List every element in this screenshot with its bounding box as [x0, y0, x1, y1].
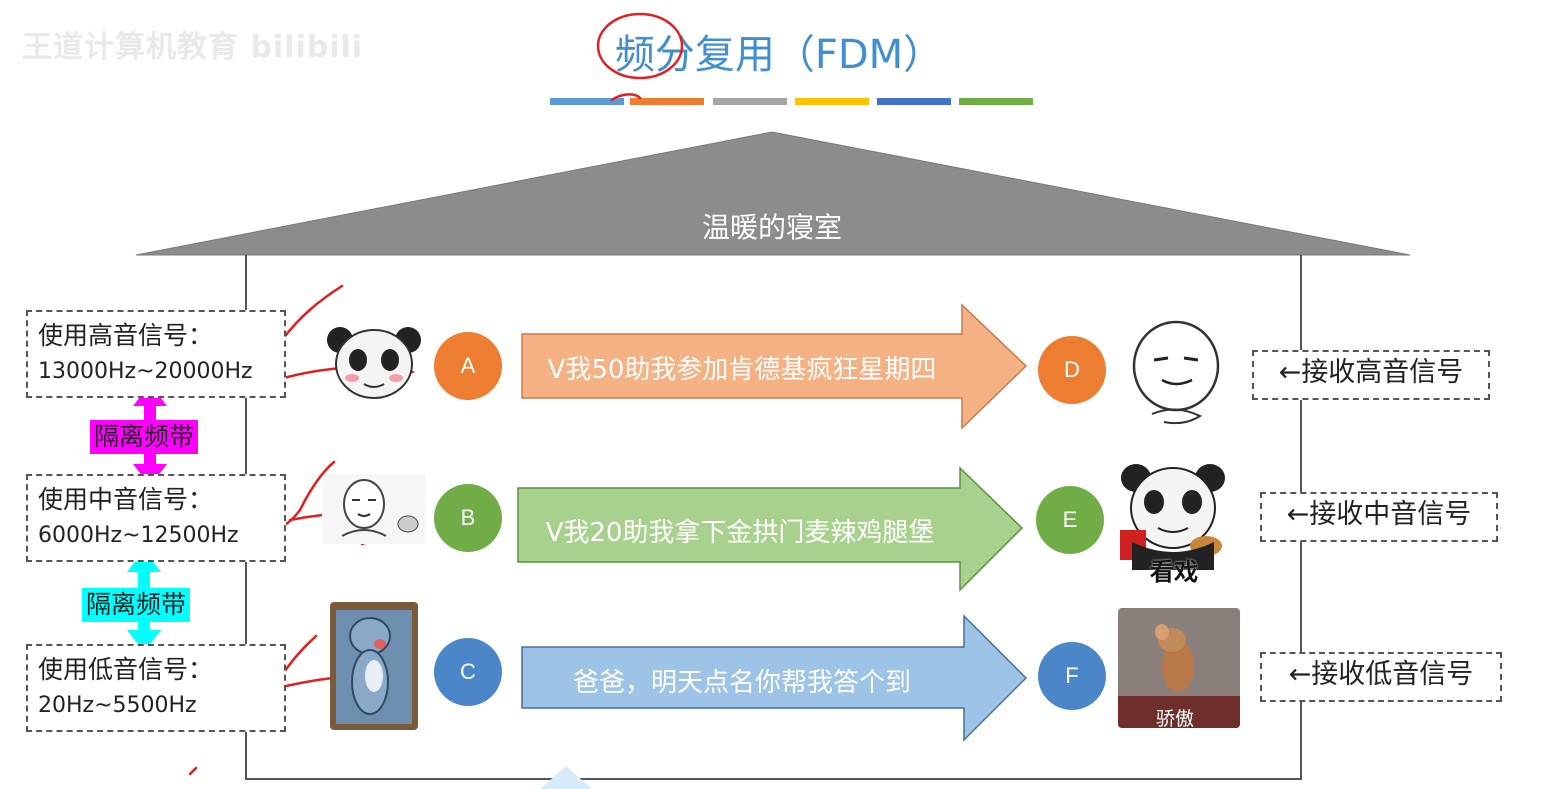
page-title: 频分复用（FDM）: [614, 32, 944, 78]
sender-label-low-line2: 20Hz~5500Hz: [38, 693, 197, 718]
arrow-b-e: [517, 466, 1024, 592]
meme-face-receiver-d: [1132, 320, 1220, 425]
title-bar-1: [550, 98, 624, 105]
arrow-c-f: [521, 614, 1028, 742]
title-bar-3: [713, 98, 787, 105]
sender-label-high-line2: 13000Hz~20000Hz: [38, 359, 253, 384]
title-bar-2: [630, 98, 704, 105]
node-b: B: [434, 484, 502, 552]
message-c-f: 爸爸，明天点名你帮我答个到: [572, 668, 911, 698]
receiver-label-low: ←接收低音信号: [1260, 652, 1502, 702]
bottom-decoration: [540, 766, 592, 789]
message-a-d: V我50助我参加肯德基疯狂星期四: [547, 355, 937, 385]
sender-label-low: 使用低音信号： 20Hz~5500Hz: [26, 644, 286, 732]
title-bar-5: [877, 98, 951, 105]
arrow-a-d: [521, 303, 1028, 430]
tom-cat-meme-sender-c: [330, 602, 418, 730]
panda-meme-receiver-e: [1120, 464, 1225, 570]
meme-face-sender-b: [322, 474, 426, 544]
meme-caption-f: 骄傲: [1156, 708, 1195, 730]
node-f: F: [1038, 642, 1106, 710]
node-a: A: [434, 332, 502, 400]
title-bar-6: [959, 98, 1033, 105]
receiver-label-high: ←接收高音信号: [1252, 350, 1490, 400]
message-b-e: V我20助我拿下金拱门麦辣鸡腿堡: [545, 518, 935, 548]
node-e: E: [1036, 486, 1104, 554]
panda-meme-sender-a: [327, 327, 421, 399]
sender-label-high-line1: 使用高音信号：: [38, 321, 214, 350]
roof-label: 温暖的寝室: [701, 211, 842, 244]
sender-label-mid-line1: 使用中音信号：: [38, 485, 214, 514]
sender-label-mid: 使用中音信号： 6000Hz~12500Hz: [26, 474, 286, 562]
guard-band-label-1: 隔离频带: [90, 420, 199, 454]
jerry-mouse-meme-receiver-f: [1118, 608, 1240, 728]
receiver-label-mid: ←接收中音信号: [1260, 492, 1498, 542]
sender-label-low-line1: 使用低音信号：: [38, 655, 214, 684]
watermark: 王道计算机教育 bilibili: [22, 30, 364, 65]
guard-band-label-2: 隔离频带: [82, 588, 191, 622]
meme-caption-e: 看戏: [1150, 558, 1198, 586]
sender-label-high: 使用高音信号： 13000Hz~20000Hz: [26, 310, 286, 398]
node-d: D: [1038, 336, 1106, 404]
node-c: C: [434, 638, 502, 706]
roof: [135, 131, 1411, 256]
title-bar-4: [795, 98, 869, 105]
sender-label-mid-line2: 6000Hz~12500Hz: [38, 523, 239, 548]
